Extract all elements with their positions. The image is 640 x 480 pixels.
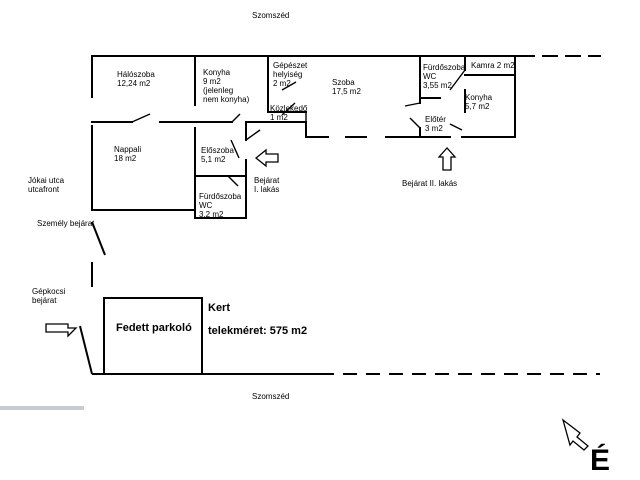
door-bathroom2 [404,102,421,107]
room-hall-1: Előszoba 5,1 m2 [201,146,234,164]
door-hall1 [245,129,261,141]
room-room: Szoba 17,5 m2 [332,78,361,96]
plot-size-label: telekméret: 575 m2 [208,325,308,337]
neighbor-top-label: Szomszéd [252,11,290,20]
arrow-entrance1 [254,148,279,168]
door-bedroom [131,113,151,123]
door-kitchen [231,113,241,123]
room-corridor: Közlekedő 1 m2 [270,104,308,122]
room-hall-2: Előtér 3 m2 [425,115,446,133]
room-bedroom: Hálószoba 12,24 m2 [117,70,155,88]
north-label: É [590,444,611,477]
door-kitchen2 [449,123,463,131]
arrow-entrance2 [437,147,457,171]
carport-rect [103,297,203,375]
carport-label: Fedett parkoló [116,322,192,334]
door-mechanical [281,81,297,91]
room-bathroom-2: Fürdőszoba WC 3,55 m2 [423,63,466,90]
room-kitchen-1: Konyha 9 m2 (jelenleg nem konyha) [203,68,250,104]
room-bathroom-1: Fürdőszoba WC 3,2 m2 [199,192,242,219]
arrow-car [45,323,78,338]
street-label: Jókai utca utcafront [28,176,65,194]
entrance-2-label: Bejárat II. lakás [402,179,458,188]
room-kitchen-2: Konyha 5,7 m2 [465,93,493,111]
east-block-south [419,55,516,138]
mechanical-walls [267,55,307,113]
room-living: Nappali 18 m2 [114,145,142,163]
corridor-walls [245,121,307,138]
garden-label: Kert [208,302,231,314]
bathroom1-walls [194,175,247,219]
door-bathroom1 [227,175,239,187]
room-pantry: Kamra 2 m2 [471,61,515,70]
entrance-1-label: Bejárat I. lakás [254,176,280,194]
car-entrance-label: Gépkocsi bejárat [32,287,66,305]
neighbor-bottom-label: Szomszéd [252,392,290,401]
pantry-walls [464,55,516,113]
car-gate-leaf [79,325,93,375]
arrow-north [561,418,589,451]
scale-bar [0,406,84,410]
room-mechanical: Gépészet helyiség 2 m2 [273,61,308,88]
top-boundary-wall [91,55,521,85]
person-entrance-label: Személy bejárat [37,219,95,228]
door-pantry [449,69,466,91]
person-gate-leaf [91,221,106,256]
door-hall2 [409,117,421,129]
door-corridor [281,102,296,116]
door-entrance1 [230,139,240,159]
